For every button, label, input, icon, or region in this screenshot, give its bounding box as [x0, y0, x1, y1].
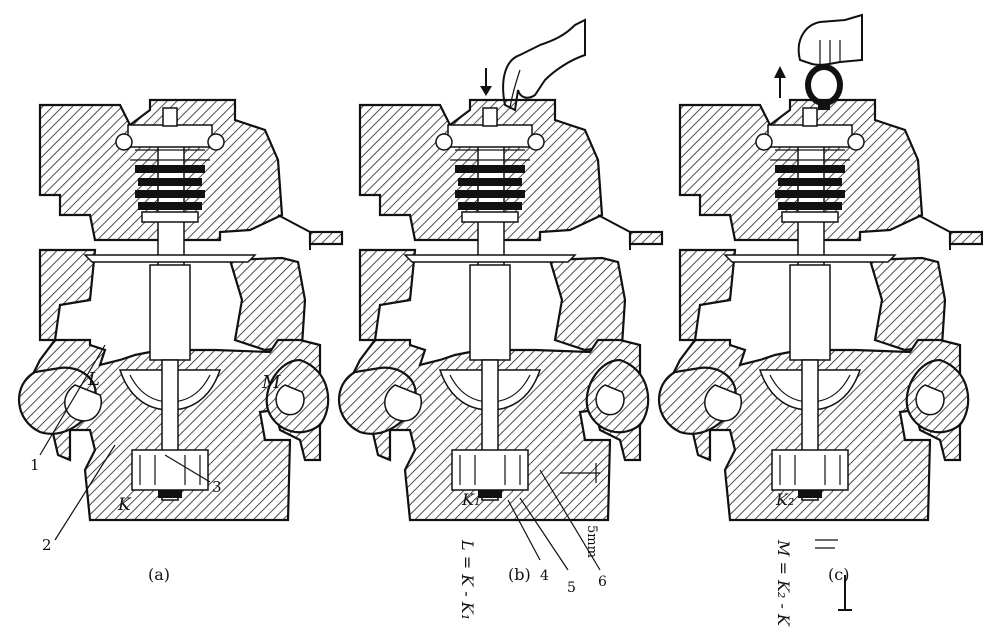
caption-a: (a) [148, 565, 170, 584]
caption-c: (c) [828, 565, 849, 584]
up-arrow-icon [774, 66, 786, 98]
caption-b: (b) [508, 565, 531, 584]
equation-c: M = K₂ - K [774, 539, 793, 627]
down-arrow-icon [480, 68, 492, 96]
panel-c: K₂ (c) M = K₂ - K [657, 13, 983, 627]
label-5mm: 5mm [584, 525, 599, 558]
leader-line-2 [54, 444, 116, 541]
label-M: M [261, 372, 281, 393]
label-4: 4 [540, 568, 549, 584]
leader-line-3 [164, 454, 211, 483]
label-3: 3 [212, 478, 222, 496]
panel-a: L M K 1 2 3 (a) [17, 98, 344, 584]
label-5: 5 [567, 580, 576, 596]
panel-b: 5mm K₁ 4 5 6 (b) L = K - K₁ [337, 18, 664, 620]
pressing-hand-icon [502, 18, 586, 112]
lifting-hand-icon [797, 13, 863, 66]
label-6: 6 [598, 574, 607, 590]
label-K2: K₂ [775, 490, 794, 509]
eye-bolt-icon [805, 64, 843, 110]
leader-line-4 [507, 499, 541, 561]
label-L: L [87, 369, 100, 390]
label-K: K [117, 495, 132, 515]
leader-line-1 [39, 344, 106, 456]
label-K1: K₁ [461, 490, 480, 509]
label-2: 2 [42, 536, 52, 554]
leader-line-6 [539, 469, 601, 571]
label-1: 1 [30, 456, 40, 474]
dimension-sketch [815, 539, 838, 549]
tool-sketch [838, 575, 852, 611]
gap-dimension-line [560, 463, 600, 483]
leader-line-5 [519, 497, 569, 571]
equation-b: L = K - K₁ [458, 539, 477, 620]
